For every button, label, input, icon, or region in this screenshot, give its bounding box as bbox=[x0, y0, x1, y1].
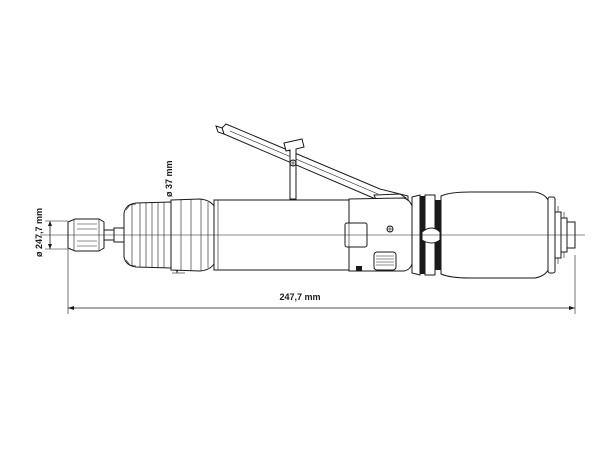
overall-length-label: 247,7 mm bbox=[279, 292, 320, 302]
valve-housing bbox=[344, 197, 413, 272]
overall-length-dimension: 247,7 mm bbox=[67, 249, 576, 314]
collet-diameter-label: ø 247,7 mm bbox=[34, 208, 44, 257]
die-grinder-outline bbox=[40, 123, 585, 279]
body-diameter-label: ø 37 mm bbox=[164, 160, 174, 197]
collet-diameter-dimension: ø 247,7 mm bbox=[34, 208, 68, 257]
